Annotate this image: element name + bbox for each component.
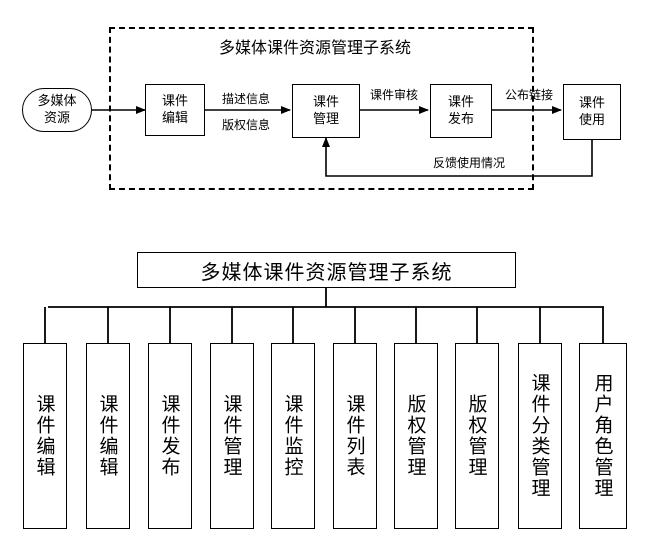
tree-child-5: 课件监控: [271, 343, 315, 529]
edge-label-publish-link: 公布链接: [505, 88, 554, 102]
node-courseware-manage: 课件 管理: [292, 84, 360, 138]
tree-drops: [44, 307, 604, 343]
edge-label-description: 描述信息: [222, 92, 271, 106]
tree-root: 多媒体课件资源管理子系统: [137, 252, 516, 288]
node-courseware-publish: 课件 发布: [430, 84, 492, 138]
edge-label-review: 课件审核: [370, 88, 419, 102]
edge-label-feedback: 反馈使用情况: [433, 156, 506, 170]
subsystem-title: 多媒体课件资源管理子系统: [219, 38, 412, 57]
edge-label-copyright: 版权信息: [222, 118, 271, 132]
arrow-feedback: [322, 137, 593, 177]
tree-child-2: 课件编辑: [86, 343, 130, 529]
tree-child-4: 课件管理: [210, 343, 254, 529]
tree-child-8: 版权管理: [455, 343, 499, 529]
node-multimedia-source: 多媒体 资源: [22, 88, 92, 132]
node-courseware-edit: 课件 编辑: [145, 84, 205, 136]
tree-child-9: 课件分类管理: [518, 343, 562, 529]
subsystem-boundary: [109, 27, 534, 190]
node-courseware-use: 课件 使用: [563, 84, 621, 140]
tree-child-10: 用户角色管理: [579, 343, 627, 529]
tree-child-1: 课件编辑: [23, 343, 67, 529]
tree-child-6: 课件列表: [333, 343, 377, 529]
tree-child-7: 版权管理: [394, 343, 438, 529]
tree-child-3: 课件发布: [148, 343, 192, 529]
